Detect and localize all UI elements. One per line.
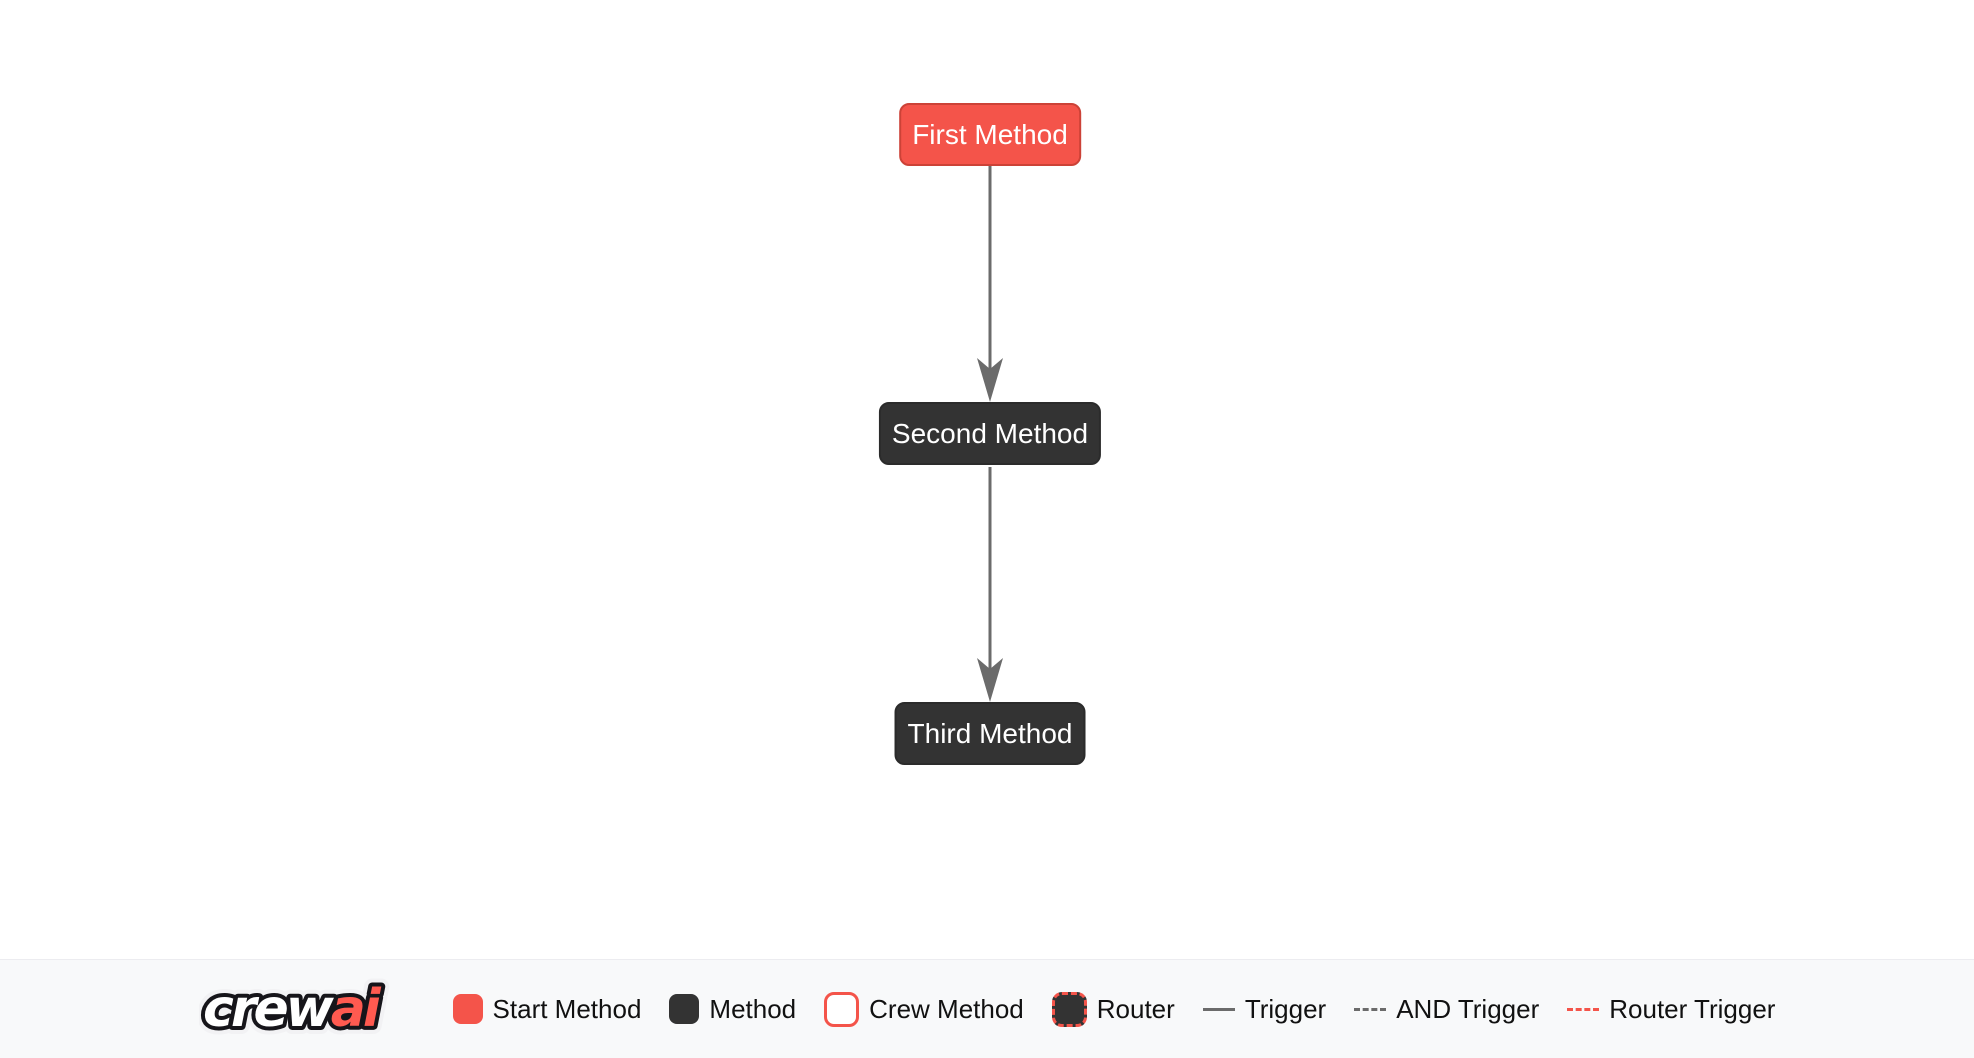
- node-first-method[interactable]: First Method: [899, 103, 1081, 166]
- legend-label-crew-method: Crew Method: [869, 993, 1024, 1024]
- legend-bar: crewai crewai Start Method Method Crew M…: [0, 959, 1974, 1058]
- flow-canvas[interactable]: First Method Second Method Third Method: [0, 0, 1974, 959]
- node-third-method[interactable]: Third Method: [894, 702, 1086, 765]
- legend-item-crew-method: Crew Method: [824, 991, 1024, 1027]
- trigger-line-icon: [1202, 1007, 1235, 1011]
- router-swatch-icon: [1051, 991, 1087, 1027]
- edges-layer: [977, 166, 1003, 702]
- legend-label-and-trigger: AND Trigger: [1396, 993, 1540, 1024]
- crewai-logo-glow: crewai: [203, 979, 382, 1039]
- crew-method-swatch-icon: [824, 991, 860, 1027]
- and-trigger-line-icon: [1354, 1007, 1387, 1011]
- legend-label-method: Method: [709, 993, 797, 1024]
- legend-label-router: Router: [1096, 993, 1175, 1024]
- legend-item-router: Router: [1051, 991, 1175, 1027]
- legend-item-start-method: Start Method: [452, 993, 642, 1025]
- router-trigger-line-icon: [1567, 1007, 1600, 1011]
- start-method-swatch-icon: [452, 994, 483, 1024]
- legend-items: Start Method Method Crew Method Router T…: [452, 991, 1775, 1027]
- legend-item-trigger: Trigger: [1202, 993, 1327, 1025]
- legend-label-trigger: Trigger: [1244, 993, 1327, 1024]
- crewai-logo-text: crewai: [203, 979, 382, 1039]
- edge-second-to-third[interactable]: [977, 467, 1003, 702]
- legend-item-and-trigger: AND Trigger: [1354, 994, 1539, 1025]
- legend-item-method: Method: [669, 994, 796, 1025]
- legend-item-router-trigger: Router Trigger: [1567, 994, 1775, 1025]
- crewai-logo: crewai crewai: [199, 974, 393, 1044]
- legend-label-router-trigger: Router Trigger: [1609, 993, 1776, 1024]
- method-swatch-icon: [669, 994, 700, 1024]
- legend-label-start-method: Start Method: [492, 993, 642, 1024]
- node-second-method[interactable]: Second Method: [878, 402, 1102, 465]
- edge-first-to-second[interactable]: [977, 166, 1003, 402]
